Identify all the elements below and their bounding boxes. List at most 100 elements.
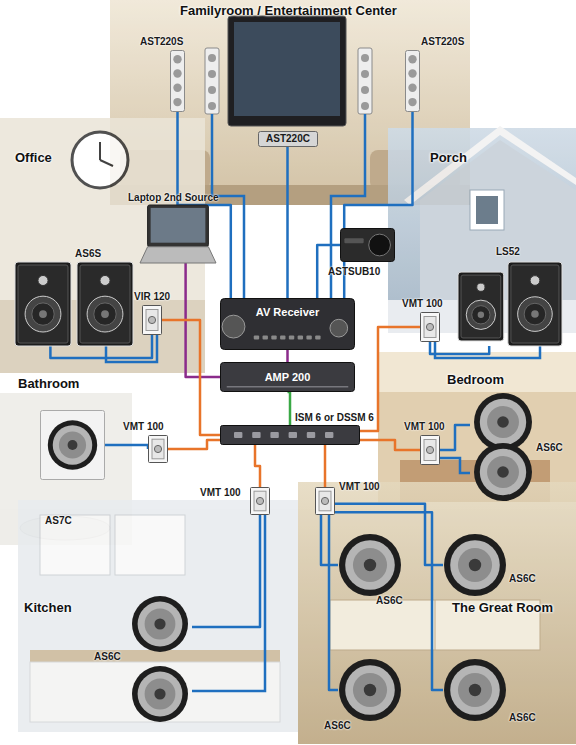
speaker-cone bbox=[145, 679, 176, 710]
ceiling-speaker: AS6C bbox=[338, 658, 402, 722]
cable bbox=[329, 515, 338, 690]
speaker-cone bbox=[458, 673, 492, 707]
box-speaker-pair: AS6S bbox=[15, 262, 133, 346]
wall-plate bbox=[149, 436, 168, 463]
speaker-frame bbox=[41, 411, 105, 480]
woofer-cone bbox=[32, 303, 54, 325]
model-label: AS6C bbox=[376, 595, 403, 607]
plate-inset bbox=[424, 317, 436, 338]
ceiling-speaker-shape bbox=[443, 658, 507, 722]
speaker-baffle bbox=[511, 265, 559, 343]
bar-body bbox=[259, 132, 318, 147]
in-wall-speaker-shape bbox=[40, 410, 105, 480]
speaker-grille bbox=[480, 449, 526, 495]
sub-panel bbox=[344, 238, 363, 243]
selector-body bbox=[221, 426, 360, 445]
wall-plate bbox=[421, 313, 440, 342]
cable bbox=[286, 147, 289, 298]
speaker-cone bbox=[487, 456, 519, 488]
volume-control-shape bbox=[315, 487, 335, 515]
speaker-cabinet bbox=[458, 272, 504, 341]
amplifier: AMP 200 bbox=[220, 362, 355, 392]
ceiling-speaker-pair-shape bbox=[470, 392, 536, 502]
cable bbox=[360, 440, 420, 450]
zone-button bbox=[252, 432, 260, 438]
amp-body bbox=[221, 363, 355, 392]
speaker-cone bbox=[353, 673, 387, 707]
cable bbox=[324, 445, 327, 487]
model-label: Laptop 2nd Source bbox=[128, 192, 219, 204]
zone-button bbox=[289, 432, 297, 438]
tower-speaker-shape bbox=[405, 50, 420, 112]
speaker-selector-shape bbox=[220, 425, 360, 445]
av-receiver: AV Receiver bbox=[220, 298, 355, 350]
model-label: AV Receiver bbox=[220, 306, 355, 318]
speaker-trim bbox=[444, 659, 506, 721]
inner-tower-speakers bbox=[205, 48, 372, 114]
subwoofer: ASTSUB10 bbox=[340, 228, 395, 262]
zone-button bbox=[325, 432, 333, 438]
laptop-source: Laptop 2nd Source bbox=[140, 205, 216, 263]
speaker-center bbox=[364, 684, 376, 696]
volume-control: VMT 100 bbox=[420, 435, 440, 465]
ceiling-speaker-shape bbox=[338, 533, 402, 597]
speaker-cabinet bbox=[508, 262, 562, 346]
volume-knob bbox=[154, 445, 161, 452]
zone-button bbox=[234, 432, 242, 438]
room-name: Bathroom bbox=[18, 376, 79, 391]
model-label: VMT 100 bbox=[123, 421, 164, 433]
model-label: VIR 120 bbox=[134, 291, 170, 303]
volume-control: VIR 120 bbox=[142, 305, 162, 335]
volume-control-shape bbox=[142, 305, 162, 335]
cable bbox=[430, 342, 489, 354]
av-receiver-shape bbox=[220, 298, 355, 350]
speaker-grille bbox=[345, 665, 395, 715]
cable bbox=[286, 350, 289, 362]
model-label: AS6C bbox=[324, 720, 351, 732]
driver bbox=[173, 55, 181, 63]
cable bbox=[162, 320, 220, 435]
ceiling-speaker: AS6C bbox=[443, 533, 507, 597]
volume-knob bbox=[321, 497, 328, 504]
outdoor-speaker-pair: LS52 bbox=[458, 262, 562, 346]
driver bbox=[173, 98, 181, 106]
cable bbox=[288, 392, 291, 425]
woofer-cone bbox=[472, 306, 490, 324]
dust-cap bbox=[39, 310, 47, 318]
speaker-cone bbox=[353, 548, 387, 582]
kitchen-photo bbox=[18, 500, 298, 732]
television bbox=[228, 16, 346, 126]
speaker-center bbox=[469, 559, 481, 571]
model-label: AS7C bbox=[45, 515, 72, 527]
tweeter bbox=[530, 276, 540, 286]
knob bbox=[222, 315, 245, 338]
speaker-baffle bbox=[18, 265, 68, 343]
cable bbox=[335, 512, 443, 690]
sub-driver bbox=[369, 234, 391, 256]
receiver-body bbox=[221, 299, 355, 350]
laptop-base bbox=[140, 247, 216, 263]
speaker-cone bbox=[458, 548, 492, 582]
speaker-trim bbox=[444, 534, 506, 596]
speaker-center bbox=[364, 559, 376, 571]
cable bbox=[105, 445, 148, 449]
speaker-cabinet bbox=[15, 262, 71, 346]
volume-knob bbox=[426, 446, 433, 453]
speaker-center bbox=[497, 416, 509, 428]
speaker-center bbox=[154, 688, 165, 699]
driver bbox=[408, 55, 416, 63]
plate-inset bbox=[146, 310, 158, 331]
speaker-cone bbox=[59, 431, 86, 458]
room-name: The Great Room bbox=[452, 600, 553, 615]
volume-knob bbox=[148, 316, 155, 323]
speaker-grille bbox=[480, 399, 526, 445]
speaker-center bbox=[497, 466, 509, 478]
wall-plate bbox=[421, 436, 440, 465]
volume-control: VMT 100 bbox=[250, 487, 270, 515]
ceiling-speaker-shape bbox=[338, 658, 402, 722]
model-label: AS6S bbox=[75, 248, 101, 260]
laptop-screen bbox=[151, 208, 206, 243]
tower-speaker: AST220S bbox=[170, 50, 185, 112]
speaker-center bbox=[469, 684, 481, 696]
tweeter bbox=[38, 275, 48, 285]
